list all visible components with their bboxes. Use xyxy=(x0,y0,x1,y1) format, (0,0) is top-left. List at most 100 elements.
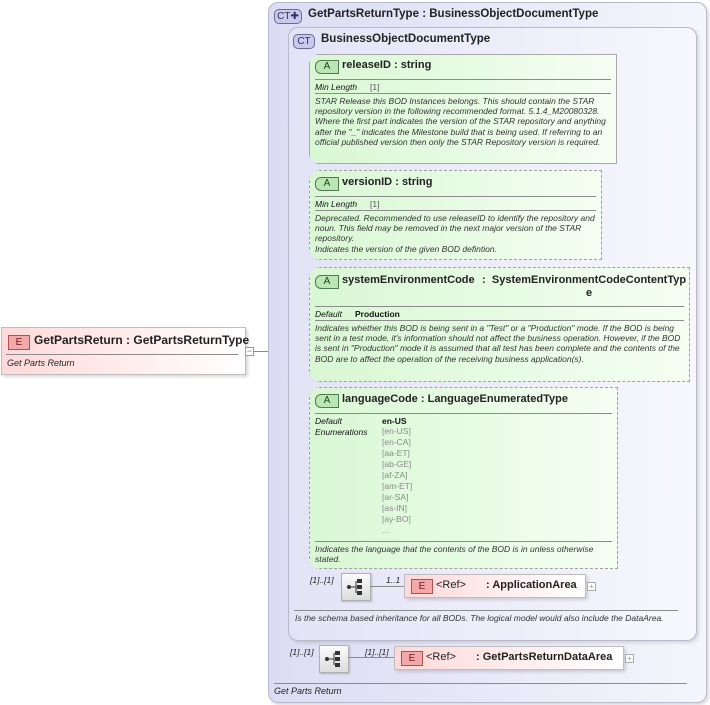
enumeration-item: [en-US] xyxy=(382,426,411,436)
sequence-icon xyxy=(325,651,340,667)
root-element-box[interactable]: E GetPartsReturn : GetPartsReturnType Ge… xyxy=(1,327,249,375)
collapse-toggle[interactable]: − xyxy=(245,346,254,356)
ref-element-name: : GetPartsReturnDataArea xyxy=(476,651,612,663)
enumerations-list: [en-US] [en-CA] [aa-ET] [ab-GE] [af-ZA] … xyxy=(382,426,412,536)
element-name: GetPartsReturnDataArea xyxy=(482,651,613,663)
type-separator: : xyxy=(482,274,486,286)
type-separator: : xyxy=(126,333,131,347)
connector-line xyxy=(253,351,280,352)
sequence-occurrence: [1]..[1] xyxy=(310,575,334,585)
ref-element-applicationarea[interactable]: E <Ref> : ApplicationArea xyxy=(404,574,586,598)
attribute-icon: A xyxy=(315,394,339,408)
connector-line xyxy=(348,657,394,658)
enumeration-more: ... xyxy=(382,525,390,535)
attribute-documentation: Indicates the language that the contents… xyxy=(315,544,594,565)
attribute-title: languageCode : LanguageEnumeratedType xyxy=(342,393,568,405)
type-separator: : xyxy=(395,176,399,188)
attribute-type: LanguageEnumeratedType xyxy=(427,393,568,405)
attribute-title: versionID : string xyxy=(342,176,433,188)
complex-type-title: GetPartsReturnType : BusinessObjectDocum… xyxy=(308,8,598,20)
divider xyxy=(315,196,596,197)
attribute-name: systemEnvironmentCode xyxy=(342,274,475,286)
attribute-icon: A xyxy=(315,275,339,289)
ref-label: <Ref> xyxy=(426,651,456,663)
element-badge: E xyxy=(411,579,433,594)
ref-label: <Ref> xyxy=(436,579,466,591)
root-element-type: GetPartsReturnType xyxy=(133,333,250,347)
sequence-icon xyxy=(347,579,362,595)
attribute-icon: A xyxy=(315,177,339,191)
default-label: Default xyxy=(315,416,342,426)
attribute-name: releaseID xyxy=(342,59,391,71)
property-value: [1] xyxy=(370,199,380,209)
enumeration-item: [en-CA] xyxy=(382,437,411,447)
root-element-title: GetPartsReturn : GetPartsReturnType xyxy=(34,333,249,347)
root-element-documentation: Get Parts Return xyxy=(7,358,75,368)
enumerations-label: Enumerations xyxy=(315,427,368,437)
enumeration-item: [ab-GE] xyxy=(382,459,412,469)
enumeration-item: [as-IN] xyxy=(382,503,408,513)
default-value: en-US xyxy=(382,416,407,426)
complex-type-icon: CT xyxy=(293,34,315,49)
attribute-releaseid[interactable]: A releaseID : string Min Length [1] STAR… xyxy=(309,54,617,164)
enumeration-item: [ay-BO] xyxy=(382,514,411,524)
attribute-languagecode[interactable]: A languageCode : LanguageEnumeratedType … xyxy=(309,387,618,569)
enumeration-item: [af-ZA] xyxy=(382,470,408,480)
attribute-type: string xyxy=(400,59,432,71)
expand-toggle[interactable]: + xyxy=(587,582,596,591)
property-value: [1] xyxy=(370,82,380,92)
attribute-systemenvironmentcode[interactable]: A systemEnvironmentCode : SystemEnvironm… xyxy=(309,267,690,382)
attribute-documentation-extra: Indicates the version of the given BOD d… xyxy=(315,244,497,254)
divider xyxy=(294,610,678,611)
enumeration-item: [aa-ET] xyxy=(382,448,410,458)
element-badge: E xyxy=(8,335,30,350)
child-occurrence: 1..1 xyxy=(386,575,401,585)
property-value: Production xyxy=(355,309,400,319)
type-separator: : xyxy=(420,393,425,405)
sequence-compositor[interactable] xyxy=(341,573,371,601)
complex-type-extension-icon: CT✚ xyxy=(274,9,302,24)
complex-type-documentation: Get Parts Return xyxy=(274,686,342,696)
type-separator: : xyxy=(476,651,480,663)
sequence-compositor[interactable] xyxy=(319,645,349,673)
child-occurrence: [1]..[1] xyxy=(365,647,389,657)
complex-type-name: GetPartsReturnType xyxy=(308,8,419,20)
property-label: Default xyxy=(315,309,342,319)
divider xyxy=(315,541,612,542)
connector-line xyxy=(370,586,404,587)
divider xyxy=(315,210,596,211)
property-label: Min Length xyxy=(315,82,358,92)
type-separator: : xyxy=(422,8,427,20)
ref-element-name: : ApplicationArea xyxy=(486,579,577,591)
element-name: ApplicationArea xyxy=(492,579,577,591)
attribute-title: releaseID : string xyxy=(342,59,431,71)
type-separator: : xyxy=(394,59,398,71)
divider xyxy=(315,93,611,94)
attribute-versionid[interactable]: A versionID : string Min Length [1] Depr… xyxy=(309,170,602,260)
divider xyxy=(315,413,612,414)
attribute-type: string xyxy=(401,176,433,188)
attribute-name: languageCode xyxy=(342,393,418,405)
divider xyxy=(315,306,684,307)
attribute-type: SystemEnvironmentCodeContentType xyxy=(491,274,687,299)
attribute-documentation: STAR Release this BOD Instances belongs.… xyxy=(315,96,606,147)
attribute-documentation: Indicates whether this BOD is being sent… xyxy=(315,323,681,364)
base-type-name: BusinessObjectDocumentType xyxy=(321,33,491,45)
enumeration-item: [am-ET] xyxy=(382,481,413,491)
expand-toggle[interactable]: + xyxy=(625,654,634,663)
element-badge: E xyxy=(401,651,423,666)
complex-type-base: BusinessObjectDocumentType xyxy=(429,8,599,20)
divider xyxy=(274,683,687,684)
property-label: Min Length xyxy=(315,199,358,209)
root-element-name: GetPartsReturn xyxy=(34,333,123,347)
type-separator: : xyxy=(486,579,490,591)
attribute-icon: A xyxy=(315,60,339,74)
base-type-documentation: Is the schema based inheritance for all … xyxy=(295,613,664,623)
attribute-name: versionID xyxy=(342,176,393,188)
attribute-documentation: Deprecated. Recommended to use releaseID… xyxy=(315,213,595,244)
ref-element-getpartsreturndataarea[interactable]: E <Ref> : GetPartsReturnDataArea xyxy=(394,646,624,670)
divider xyxy=(315,320,684,321)
sequence-occurrence: [1]..[1] xyxy=(290,647,314,657)
divider xyxy=(6,354,238,355)
enumeration-item: [ar-SA] xyxy=(382,492,409,502)
